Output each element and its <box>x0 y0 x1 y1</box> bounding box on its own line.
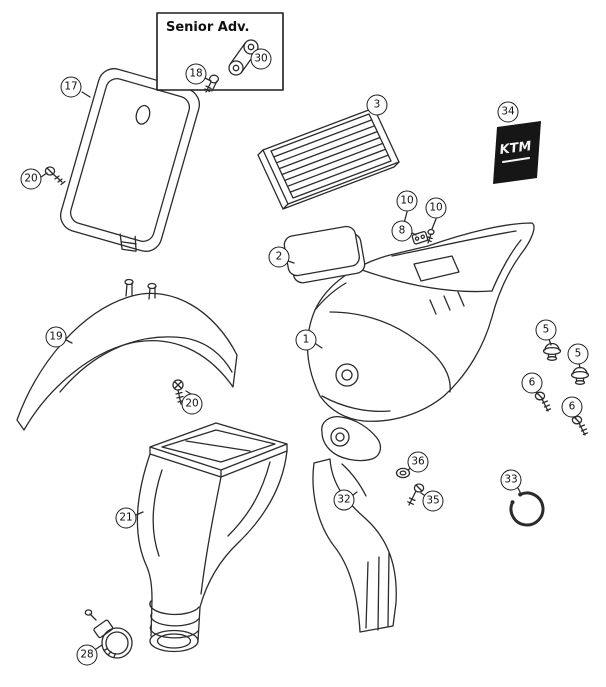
pin-10-a <box>399 222 412 237</box>
ktm-sticker: KTM <box>493 121 541 184</box>
inset-title: Senior Adv. <box>166 20 249 35</box>
screw-20-left <box>44 166 66 186</box>
fender-support <box>312 416 397 633</box>
washer-36 <box>395 467 411 479</box>
screw-6-b <box>571 415 589 436</box>
screw-20-bottom <box>172 379 185 405</box>
number-plate <box>60 68 200 252</box>
pin-10-b <box>426 228 435 244</box>
rear-fender-assembly <box>306 222 535 422</box>
front-fender <box>16 278 238 431</box>
clip-8 <box>411 230 429 245</box>
airbox-cover <box>257 107 400 210</box>
airbox <box>136 422 288 653</box>
grommet-5-a <box>542 342 562 361</box>
hose-clamp-28 <box>84 609 133 659</box>
screw-18 <box>204 74 220 93</box>
grommet-5-b <box>570 366 590 385</box>
screw-35 <box>407 483 425 506</box>
circlip-33 <box>509 491 545 527</box>
ktm-logo-text: KTM <box>499 139 533 158</box>
inset-box: Senior Adv. <box>156 12 284 91</box>
screw-6-a <box>534 391 552 412</box>
air-filter <box>283 225 366 284</box>
